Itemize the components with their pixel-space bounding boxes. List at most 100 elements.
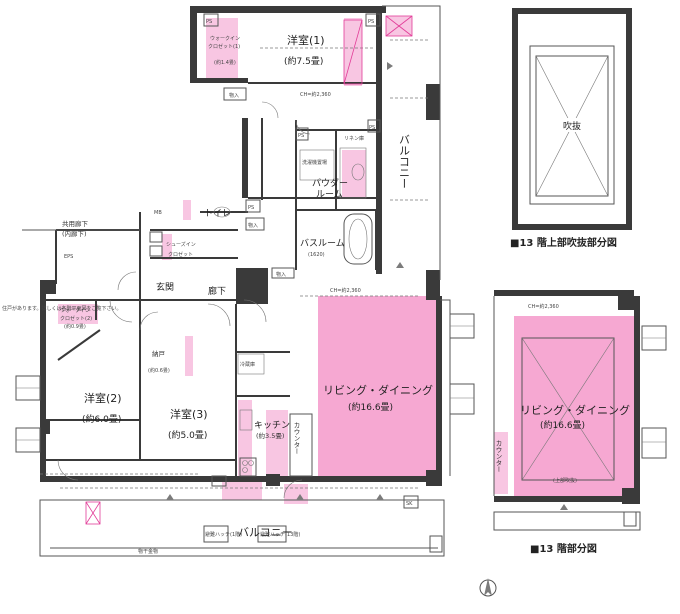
walkin2-l1: ウォークイン [60,307,90,314]
eps-label: EPS [64,254,73,260]
ps-tag-5: PS [248,205,254,211]
wall-main-left [40,284,46,478]
bedroom3-size: (約5.0畳) [168,429,207,441]
height-2: CH=約2,360 [330,287,361,294]
shoes-l1: シューズイン [166,241,196,248]
upper-wall-top [512,8,632,14]
wall-top-left [190,6,197,82]
toilet-name: トイレ [204,209,231,219]
wall-main-right [436,296,442,482]
wall-right [376,6,382,274]
counter-box [289,413,313,477]
compass-icon [479,578,497,597]
storage-in-2: 物入 [248,222,258,229]
caption-upper: ■13 階上部吹抜部分図 [510,236,617,249]
f13-wall-top [494,290,630,296]
balcony-bottom: バルコニー [238,526,293,539]
kitchen-counter-pink [238,400,252,482]
upper13-label: (上部吹抜) [553,477,577,484]
powder-l1: パウダー [312,177,348,189]
bathtub [343,213,373,265]
genkan-name: 玄関 [156,281,174,293]
height-3: CH=約2,360 [528,303,559,310]
tag-boxes [149,13,419,509]
wall-column-br [426,470,442,486]
toilet-pink-area [183,200,191,220]
f13-column-br [622,488,640,504]
ps-tag-2: PS [368,19,374,25]
living-name: リビング・ダイニング [323,383,433,397]
kitchen-sink [239,409,253,431]
counter13-label: カウンター [494,440,502,473]
bedroom1-name: 洋室(1) [287,33,325,47]
wall-column-bl [40,280,56,294]
bedroom2-size: (約6.0畳) [82,413,121,425]
powder-pink-area [342,150,366,198]
hatch2-label: 避難ハッチ(13階) [260,531,300,538]
bath-size: (1620) [308,252,325,258]
living-pink-area [318,296,436,478]
counter13-pink [494,432,508,494]
linen-label: リネン庫 [344,135,364,142]
walkin1-pink-area [206,18,238,78]
shoes-l2: クロゼット [168,251,193,258]
storage-in-3: 物入 [276,271,286,278]
living13-name: リビング・ダイニング [520,403,630,417]
ps-tag-1: PS [206,19,212,25]
markers [166,62,404,500]
f13-column-tr [618,290,634,310]
washer-box [299,149,335,181]
walkin2-l2: クロゼット(2) [60,315,92,322]
f13-void-frame [521,337,615,481]
bedroom2-name: 洋室(2) [84,391,122,405]
storage-name: 納戸 [152,349,166,358]
inner-walls [46,82,380,476]
walkin2-pink-area [58,304,98,324]
upper-inner-frame-2 [535,55,609,197]
hatch2-box [257,525,287,543]
sink-counter [339,147,367,199]
wall-column-left2 [40,420,50,434]
f13-wall-right [634,296,640,496]
storage-pink-area [185,336,193,376]
bedroom3-name: 洋室(3) [170,407,208,421]
counter-label: カウンター [292,422,300,455]
ps-tag-4: PS [298,133,304,139]
mb-label: MB [154,210,162,216]
shoes-pink-area [162,234,172,260]
balcony-right: バルコニー [398,134,411,189]
hatch1-box [203,525,229,543]
walkin1-size: (約1.4畳) [214,59,236,66]
outer-outline [22,5,451,557]
wall-main-bottom [40,476,442,482]
f13-outline [493,296,641,531]
upper-inner-frame [529,45,615,205]
height-1: CH=約2,360 [300,91,331,98]
corridor-sub: (内廊下) [62,229,87,238]
wall-column-mid [236,268,268,304]
wall-right-column [426,84,440,120]
living13-size: (約16.6畳) [540,419,585,431]
sink-powder [351,163,365,181]
balcony-pink-area [222,478,262,500]
bath-name: バスルーム [300,238,345,249]
walkin2-size: (約0.9畳) [64,323,86,330]
wall-top [190,6,386,13]
x-marks [85,15,413,525]
drying-label: 物干金物 [138,548,158,555]
upper-wall-left [512,8,518,230]
wall-right-column-2 [426,270,440,300]
toilet-bowl [213,206,231,218]
dashed-lines [40,39,430,489]
fridge-label: 冷蔵庫 [240,361,255,368]
caption-floor13: ■13 階部分図 [530,542,597,555]
storage-size: (約0.6畳) [148,367,170,374]
f13-wall-bottom [494,496,640,502]
corridor-label: 共用廊下 [62,219,89,228]
fukinuke-label: 吹抜 [563,120,581,132]
upper-wall-bottom [512,224,632,230]
bathtub-inner [348,218,368,260]
wall-left-bath-block [190,78,248,83]
bedroom1-size: (約7.5畳) [284,55,323,67]
powder-l2: ルーム [316,189,343,200]
